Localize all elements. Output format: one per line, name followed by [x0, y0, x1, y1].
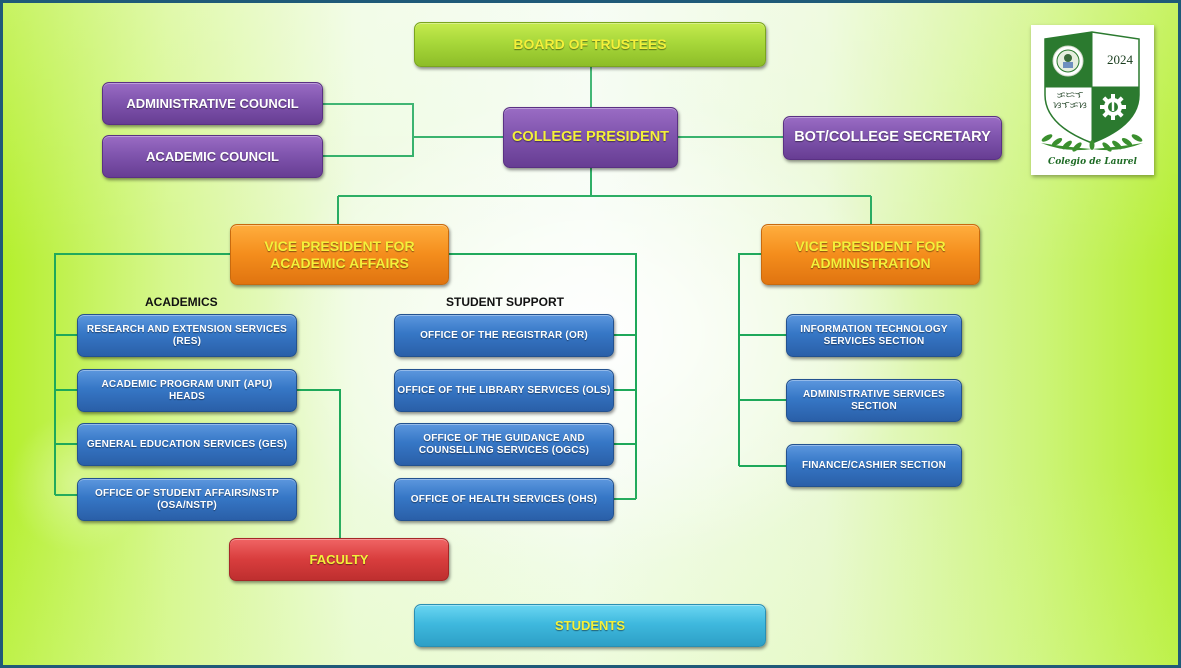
vp-academic-affairs-box[interactable]: VICE PRESIDENT FOR ACADEMIC AFFAIRS	[230, 224, 449, 285]
connector-apu-faculty	[297, 389, 341, 538]
support-item-label: OFFICE OF HEALTH SERVICES (OHS)	[410, 493, 598, 505]
students-label: STUDENTS	[554, 617, 626, 633]
academics-item-ges[interactable]: GENERAL EDUCATION SERVICES (GES)	[77, 423, 297, 466]
connector-admin-council	[323, 103, 414, 137]
support-item-label: OFFICE OF THE GUIDANCE AND COUNSELLING S…	[418, 432, 590, 456]
faculty-box[interactable]: FACULTY	[229, 538, 449, 581]
vp-academic-affairs-label: VICE PRESIDENT FOR ACADEMIC AFFAIRS	[264, 237, 415, 271]
connector-academics-bus	[54, 253, 230, 495]
academics-item-apu[interactable]: ACADEMIC PROGRAM UNIT (APU) HEADS	[77, 369, 297, 412]
admin-item-label: ADMINISTRATIVE SERVICES SECTION	[802, 388, 946, 412]
academics-section-label: ACADEMICS	[145, 295, 218, 309]
students-box[interactable]: STUDENTS	[414, 604, 766, 647]
academics-item-label: RESEARCH AND EXTENSION SERVICES (RES)	[86, 323, 288, 347]
support-item-label: OFFICE OF THE REGISTRAR (OR)	[420, 329, 588, 341]
academics-item-osa[interactable]: OFFICE OF STUDENT AFFAIRS/NSTP (OSA/NSTP…	[77, 478, 297, 521]
academic-council-box[interactable]: ACADEMIC COUNCIL	[102, 135, 323, 178]
secretary-label: BOT/COLLEGE SECRETARY	[794, 129, 991, 146]
connector-lines	[54, 67, 872, 538]
student-support-section-label: STUDENT SUPPORT	[446, 295, 565, 309]
support-item-ols[interactable]: OFFICE OF THE LIBRARY SERVICES (OLS)	[394, 369, 614, 412]
college-president-box[interactable]: COLLEGE PRESIDENT	[503, 107, 678, 168]
academics-item-res[interactable]: RESEARCH AND EXTENSION SERVICES (RES)	[77, 314, 297, 357]
vp-administration-label: VICE PRESIDENT FOR ADMINISTRATION	[795, 237, 946, 271]
connector-support-bus	[449, 253, 637, 499]
admin-item-ass[interactable]: ADMINISTRATIVE SERVICES SECTION	[786, 379, 962, 422]
logo-year: 2024	[1107, 52, 1133, 67]
support-item-ohs[interactable]: OFFICE OF HEALTH SERVICES (OHS)	[394, 478, 614, 521]
connector-academic-council	[323, 137, 414, 157]
admin-item-label: FINANCE/CASHIER SECTION	[801, 459, 947, 471]
support-item-or[interactable]: OFFICE OF THE REGISTRAR (OR)	[394, 314, 614, 357]
secretary-box[interactable]: BOT/COLLEGE SECRETARY	[783, 116, 1002, 160]
admin-item-label: INFORMATION TECHNOLOGY SERVICES SECTION	[800, 323, 948, 347]
academics-item-label: GENERAL EDUCATION SERVICES (GES)	[86, 438, 288, 450]
administrative-council-label: ADMINISTRATIVE COUNCIL	[126, 95, 299, 111]
logo-script-text: ᜃᜇᜎ ᜐᜎᜃᜐ	[1053, 90, 1087, 110]
connector-admin-bus	[738, 253, 761, 466]
academics-item-label: OFFICE OF STUDENT AFFAIRS/NSTP (OSA/NSTP…	[95, 487, 279, 511]
faculty-label: FACULTY	[309, 551, 369, 567]
board-of-trustees-box[interactable]: BOARD OF TRUSTEES	[414, 22, 766, 67]
academics-item-label: ACADEMIC PROGRAM UNIT (APU) HEADS	[101, 378, 273, 402]
support-item-ogcs[interactable]: OFFICE OF THE GUIDANCE AND COUNSELLING S…	[394, 423, 614, 466]
admin-item-fcs[interactable]: FINANCE/CASHIER SECTION	[786, 444, 962, 487]
logo-caption: Colegio de Laurel	[1048, 157, 1137, 167]
academic-council-label: ACADEMIC COUNCIL	[146, 148, 279, 164]
board-of-trustees-label: BOARD OF TRUSTEES	[513, 36, 667, 53]
support-item-label: OFFICE OF THE LIBRARY SERVICES (OLS)	[397, 384, 611, 396]
college-president-label: COLLEGE PRESIDENT	[511, 128, 670, 145]
vp-administration-box[interactable]: VICE PRESIDENT FOR ADMINISTRATION	[761, 224, 980, 285]
admin-item-its[interactable]: INFORMATION TECHNOLOGY SERVICES SECTION	[786, 314, 962, 357]
administrative-council-box[interactable]: ADMINISTRATIVE COUNCIL	[102, 82, 323, 125]
school-seal-icon: 2024 ᜃᜇᜎ ᜐᜎᜃᜐ Colegio de Laurel	[1031, 25, 1154, 175]
